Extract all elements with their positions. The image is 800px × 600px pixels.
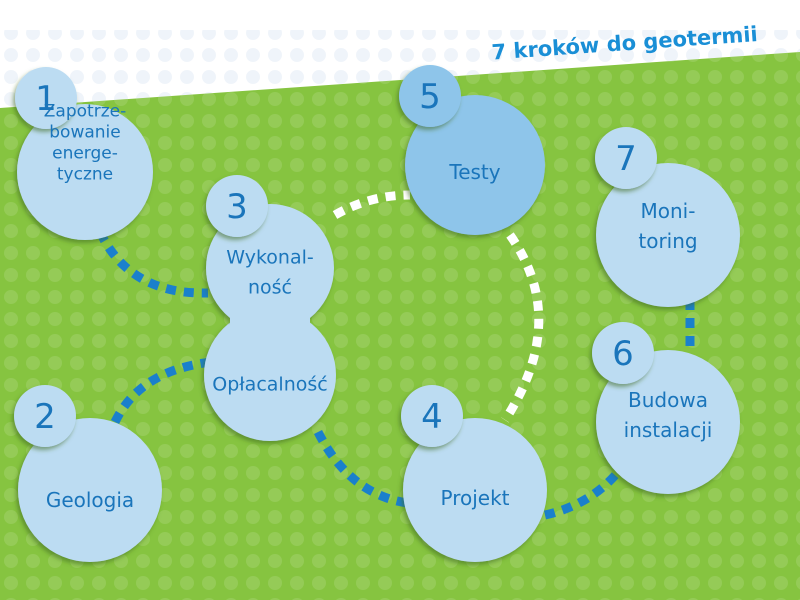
step-circle (596, 163, 740, 307)
connector-5-4 (501, 232, 544, 423)
step-label: Wykonal- (226, 247, 313, 269)
connector-3-4 (313, 429, 409, 508)
step-number: 6 (612, 334, 634, 374)
step-circle (403, 418, 547, 562)
step-number: 3 (226, 187, 248, 227)
step-number-badge (592, 322, 654, 384)
page-title: 7 kroków do geotermii (491, 22, 759, 65)
step-number-badge (595, 127, 657, 189)
step-label: Budowa (628, 388, 708, 412)
step-label: Testy (448, 160, 500, 184)
step-circle (405, 95, 545, 235)
step-number-badge (15, 67, 77, 129)
step-number-badge (401, 385, 463, 447)
step-label: energe- (52, 143, 118, 163)
step-label: tyczne (57, 164, 113, 184)
step-number-badge (399, 65, 461, 127)
connector-1-3 (95, 230, 209, 298)
step-number: 5 (419, 77, 441, 117)
step-number: 1 (35, 79, 57, 119)
step-label: ność (248, 277, 292, 299)
step-circle (17, 104, 153, 240)
step-label: Zapotrze- (44, 101, 126, 121)
step-label: Moni- (641, 199, 696, 223)
step-label: bowanie (49, 122, 120, 142)
step-label: Geologia (46, 488, 134, 512)
step-number-badge (14, 385, 76, 447)
step-circle (18, 418, 162, 562)
step-number: 4 (421, 397, 443, 437)
step-number-badge (206, 175, 268, 237)
connector-3-5 (332, 190, 411, 219)
step-circle (596, 350, 740, 494)
connector-2-3 (110, 357, 213, 425)
step-number: 7 (615, 139, 637, 179)
step-number: 2 (34, 397, 56, 437)
step-label-lower: Opłacalność (212, 374, 327, 396)
step-label: toring (638, 229, 697, 253)
connector-4-6 (543, 469, 622, 520)
step-label: instalacji (624, 418, 713, 442)
step-label: Projekt (440, 486, 509, 510)
